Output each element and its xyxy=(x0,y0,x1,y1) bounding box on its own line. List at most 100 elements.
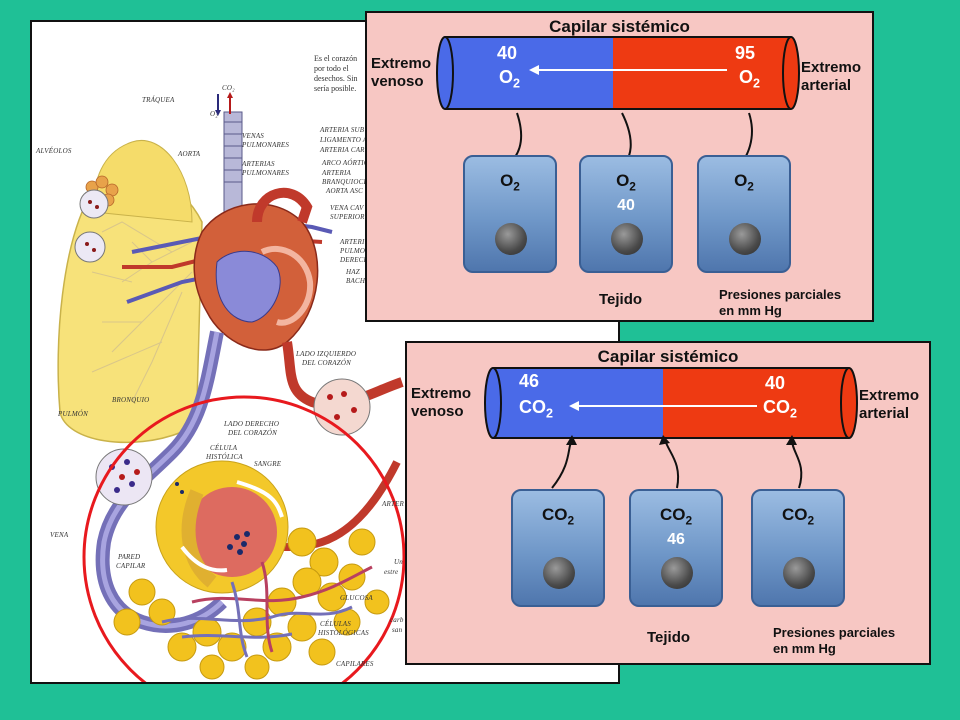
lung-upper-lobe xyxy=(93,140,193,223)
cell-nucleus xyxy=(729,223,761,255)
venous-tube xyxy=(445,37,613,109)
arterial-gas-label: O2 xyxy=(739,67,761,91)
label-lado-izquierdo-1: LADO IZQUIERDO xyxy=(296,350,357,358)
arterial-o2-value: 95 xyxy=(735,43,756,63)
cell-particles xyxy=(175,482,250,555)
highlight-circle xyxy=(82,395,406,682)
arterial-co2-value: 40 xyxy=(765,373,786,393)
label-aorta-asc: AORTA ASC xyxy=(326,187,363,195)
label-o2: O₂ xyxy=(210,110,218,118)
label-vena-cava-1: VENA CAV xyxy=(330,204,364,212)
label-glucosa: GLUCOSA xyxy=(340,594,373,602)
label-alveolos: ALVÉOLOS xyxy=(36,147,72,155)
label-arteri-2: PULMO xyxy=(340,247,366,255)
venous-gas-label: O2 xyxy=(499,67,521,91)
tissue-cell: O2 xyxy=(463,155,557,273)
label-side-1: Un xyxy=(394,558,403,566)
cell-nucleus xyxy=(783,557,815,589)
trachea-rings xyxy=(224,121,242,183)
diffusion-arrow-2 xyxy=(664,439,680,489)
heart-right-chamber xyxy=(215,250,281,323)
cell-gas-label: O2 xyxy=(734,171,754,194)
tissue-cell: O2 xyxy=(697,155,791,273)
venous-o2-value: 40 xyxy=(497,43,518,63)
label-haz-2: BACH xyxy=(346,277,366,285)
label-sangre: SANGRE xyxy=(254,460,282,468)
panel-title: Capilar sistémico xyxy=(597,347,739,366)
arterial-tube xyxy=(663,368,849,438)
artery-down xyxy=(282,341,404,410)
label-side-4: san xyxy=(392,626,403,634)
label-pared-1: PARED xyxy=(118,553,141,561)
venous-co2-value: 46 xyxy=(519,371,540,391)
arterial-gas-label: CO2 xyxy=(763,397,798,421)
label-arco-aortico: ARCO AÓRTIC xyxy=(322,159,369,167)
co2-capillary-graphic xyxy=(484,367,858,489)
diffusion-arrow-1 xyxy=(551,439,573,489)
cell-gas-label: CO2 xyxy=(541,505,575,528)
heart-left-chamber xyxy=(260,245,314,326)
label-lado-izquierdo-2: DEL CORAZÓN xyxy=(302,359,351,367)
tissue-label: Tejido xyxy=(599,291,643,308)
label-lado-derecho-1: LADO DERECHO xyxy=(224,420,280,428)
diffusion-arrow-3 xyxy=(791,439,803,489)
label-lado-derecho-2: DEL CORAZÓN xyxy=(228,429,277,437)
arterial-blood-zoom xyxy=(313,378,371,436)
label-side-2: estre xyxy=(384,568,399,576)
panel-title: Capilar sistémico xyxy=(549,17,690,36)
label-ligamento: LIGAMENTO A xyxy=(320,136,368,144)
cell-nucleus xyxy=(661,557,693,589)
alveoli-particles xyxy=(85,200,99,252)
o2-capillary-graphic xyxy=(436,36,800,169)
arterial-particles xyxy=(327,391,357,420)
label-arteri-3: DERECH xyxy=(340,256,369,264)
label-arteria: ARTERIA xyxy=(322,169,352,177)
label-venas-pulmonares-1: VENAS xyxy=(242,132,264,140)
label-venas-pulmonares-2: PULMONARES xyxy=(242,141,290,149)
alveolus-zoom-bottom xyxy=(74,231,106,263)
capillary-wall xyxy=(181,489,217,588)
cell-gas-label: CO2 xyxy=(781,505,815,528)
cell-value: 40 xyxy=(617,197,635,214)
cell-nucleus xyxy=(611,223,643,255)
tube-right-cap xyxy=(782,36,800,110)
tube-left-cap xyxy=(484,367,502,439)
tissue-cells xyxy=(113,527,390,680)
aorta-arch xyxy=(252,187,313,224)
capillary-mesh xyxy=(161,561,373,658)
label-arter: ARTER xyxy=(382,500,404,508)
label-celulas-2: HISTOLÓGICAS xyxy=(318,629,369,637)
label-branquio: BRANQUIOCE xyxy=(322,178,368,186)
alveolus-zoom-top xyxy=(79,189,109,219)
label-capilares: CAPILARES xyxy=(336,660,374,668)
cell-gas-label: CO2 xyxy=(659,505,693,528)
intro-text: Es el corazón por todo el desechos. Sin … xyxy=(314,54,358,93)
label-co2: CO₂ xyxy=(222,84,235,92)
circulation-drawing xyxy=(57,92,406,682)
cell-value: 46 xyxy=(667,531,685,548)
label-arterias-pulmonares-1: ARTERIAS xyxy=(242,160,275,168)
label-traquea: TRÁQUEA xyxy=(142,96,175,104)
label-celula-1: CÉLULA xyxy=(210,444,238,452)
label-vena: VENA xyxy=(50,531,69,539)
label-pulmon: PULMÓN xyxy=(58,410,88,418)
label-bronquio: BRONQUIO xyxy=(112,396,150,404)
cell-nucleus xyxy=(495,223,527,255)
cell-gas-label: O2 xyxy=(616,171,636,194)
tissue-cell: CO2 xyxy=(511,489,605,607)
flow-arrow-top xyxy=(236,480,284,518)
label-vena-cava-2: SUPERIOR xyxy=(330,213,365,221)
cell-nucleus xyxy=(543,557,575,589)
label-pared-2: CAPILAR xyxy=(116,562,146,570)
tube-right-cap xyxy=(840,367,858,439)
tube-left-cap xyxy=(436,36,454,110)
flow-arrow-bottom xyxy=(180,545,228,573)
